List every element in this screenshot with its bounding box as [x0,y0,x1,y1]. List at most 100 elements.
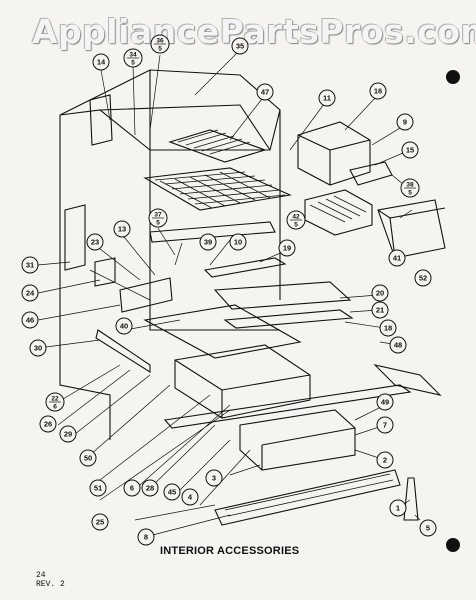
callout-11 [318,89,336,107]
callout-label-3: 3 [212,474,216,483]
callout-14 [92,53,110,71]
slide-rail [203,257,287,278]
callout-label-13: 13 [118,225,126,234]
callout-label-26: 26 [44,420,52,429]
callout-13 [113,220,131,238]
callout-20 [371,284,389,302]
punch-hole-bottom [446,538,460,552]
stacked-callout-top: 38 [406,182,414,189]
callout-label-29: 29 [64,430,72,439]
support-leg [403,477,419,521]
callout-24 [21,284,39,302]
stacked-callout-bottom: 5 [131,60,135,67]
callout-6 [123,479,141,497]
callout-31 [21,256,39,274]
callout-28 [141,479,159,497]
callout-label-24: 24 [26,289,35,298]
callout-label-45: 45 [168,488,176,497]
crisper-drawer [174,344,311,419]
callout-1 [389,499,407,517]
freezer-shelf-rack [143,167,292,211]
stacked-callout-top: 37 [154,212,162,219]
callout-label-11: 11 [323,94,331,103]
callout-label-8: 8 [144,533,148,542]
callout-label-39: 39 [204,238,212,247]
callout-8 [137,528,155,546]
side-rail [95,329,151,373]
stacked-callout-top: 36 [156,38,164,45]
callout-label-51: 51 [94,484,102,493]
callout-35 [231,37,249,55]
glass-shelf [213,281,352,310]
light-switch [94,257,116,287]
callout-label-4: 4 [188,493,193,502]
toe-grille [214,469,401,526]
watermark-logo: AppliancePartsPros.com [32,12,476,51]
callout-26 [39,415,57,433]
liner-top [99,104,271,151]
callout-19 [278,239,296,257]
callout-label-21: 21 [376,306,384,315]
callout-label-30: 30 [34,344,42,353]
page-footer: 24 REV. 2 [36,571,65,589]
cabinet-liner [59,69,281,440]
callout-label-6: 6 [130,484,134,493]
callout-30 [29,339,47,357]
callout-label-48: 48 [394,341,402,350]
callout-40 [115,317,133,335]
callout-51 [89,479,107,497]
freezer-floor [149,221,276,243]
callout-5 [419,519,437,537]
callout-7 [376,416,394,434]
callout-29 [59,425,77,443]
callout-2 [376,451,394,469]
crisper-cover [143,304,302,359]
top-cover [89,94,113,146]
callout-label-35: 35 [236,42,244,51]
callout-52 [414,269,432,287]
callout-49 [376,393,394,411]
left-bracket [64,204,86,271]
shelf-trim [223,309,354,329]
callout-label-5: 5 [426,524,430,533]
shelf-support [119,277,173,313]
door-bin [377,199,446,259]
callout-label-23: 23 [91,238,99,247]
callout-label-1: 1 [396,504,400,513]
door-handle [373,364,442,396]
callout-4 [181,488,199,506]
stacked-callout-bottom: 5 [156,220,160,227]
callout-18 [379,319,397,337]
callout-15 [401,141,419,159]
callout-25 [91,513,109,531]
callout-label-31: 31 [26,261,34,270]
callout-21 [371,301,389,319]
callout-label-2: 2 [383,456,387,465]
callout-label-52: 52 [419,274,427,283]
callout-label-7: 7 [383,421,387,430]
callout-label-18: 18 [384,324,392,333]
callout-48 [389,336,407,354]
callout-47 [256,83,274,101]
small-tray [349,161,393,186]
callout-label-25: 25 [96,518,104,527]
callout-label-10: 10 [234,238,242,247]
callout-label-47: 47 [261,88,269,97]
callout-label-9: 9 [403,118,407,127]
callout-label-20: 20 [376,289,384,298]
stacked-callout-bottom: 5 [158,46,162,53]
stacked-callout-bottom: 5 [294,222,298,229]
callout-16 [369,82,387,100]
stacked-callout-bottom: 5 [408,190,412,197]
callout-label-40: 40 [120,322,128,331]
punch-hole-top [446,70,460,84]
callout-label-15: 15 [406,146,414,155]
meat-drawer [239,409,356,471]
ice-bucket [297,121,371,186]
callout-45 [163,483,181,501]
callout-label-16: 16 [374,87,382,96]
stacked-callout-top: 42 [292,214,300,221]
callout-46 [21,311,39,329]
